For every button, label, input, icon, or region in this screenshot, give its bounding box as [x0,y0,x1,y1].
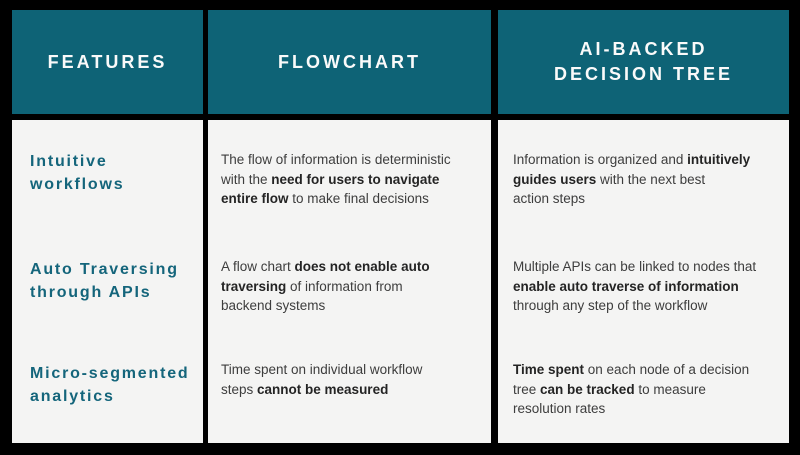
header-cell-flowchart: FLOWCHART [208,10,491,114]
header-label-ai-backed-decision-tree: AI-BACKED DECISION TREE [553,39,734,84]
column-ai-backed-decision-tree: Information is organized and intuitively… [498,120,789,443]
ai-cell-auto-traversing: Multiple APIs can be linked to nodes tha… [513,259,757,313]
feature-label-micro-segmented-analytics: Micro-segmented analytics [30,365,190,405]
column-flowchart: The flow of information is deterministic… [208,120,491,443]
header-cell-features: FEATURES [12,10,203,114]
flowchart-cell-auto-traversing: A flow chart does not enable auto traver… [221,259,430,313]
header-label-flowchart: FLOWCHART [278,51,421,72]
ai-cell-intuitive-workflows: Information is organized and intuitively… [513,152,751,206]
ai-cell-micro-segmented-analytics: Time spent on each node of a decision tr… [513,362,750,416]
header-cell-ai-backed-decision-tree: AI-BACKED DECISION TREE [498,10,789,114]
feature-label-auto-traversing-through-apis: Auto Traversing through APIs [30,261,179,301]
column-features: Intuitive workflows Auto Traversing thro… [12,120,203,443]
flowchart-cell-intuitive-workflows: The flow of information is deterministic… [221,152,451,206]
flowchart-cell-micro-segmented-analytics: Time spent on individual workflow steps … [221,362,423,397]
header-label-features: FEATURES [47,51,168,72]
feature-label-intuitive-workflows: Intuitive workflows [30,153,125,193]
